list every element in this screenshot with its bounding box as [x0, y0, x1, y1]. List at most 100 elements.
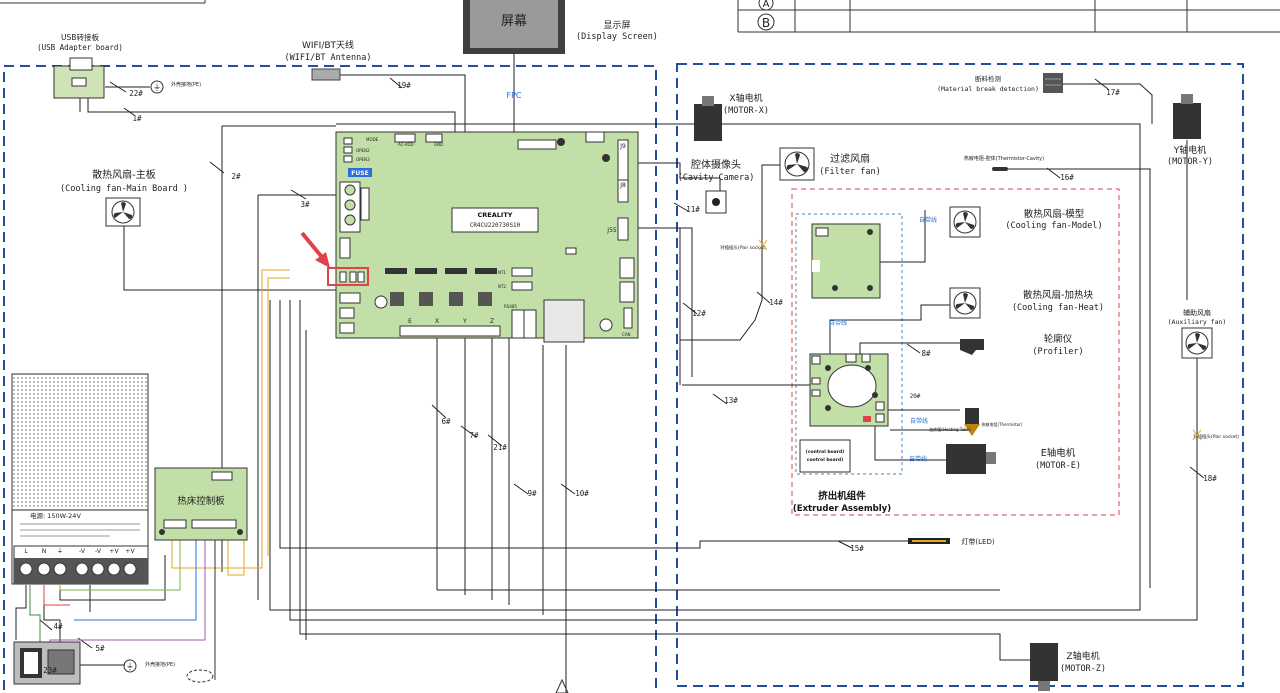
display-screen: 屏幕 显示屏 (Display Screen) FPC: [463, 0, 658, 100]
wire-label: 5#: [95, 644, 105, 653]
material-break-cn: 断料检测: [975, 74, 1002, 83]
power-supply: 电源: 150W-24V L N ⏚ -V -V +V +V: [11, 373, 149, 585]
wire-label: 20#: [910, 393, 921, 400]
fan-model-cn: 散热风扇-模型: [1024, 208, 1085, 220]
wire-bundle-marker: [186, 669, 214, 683]
rev-a: A: [763, 0, 770, 10]
fpc-connector: [517, 139, 557, 150]
board-label-area: [451, 207, 539, 233]
board-label-mode: MODE: [366, 137, 379, 142]
extruder-en: (Extruder Assembly): [793, 504, 891, 514]
bottom-marker: [555, 678, 569, 693]
fan-icon: [953, 291, 977, 315]
fan-icon: [111, 200, 135, 224]
self-line-1: 自带线: [919, 216, 937, 224]
board-label-nt1: NT1: [498, 270, 506, 275]
j8-label: J8: [619, 182, 626, 189]
heating-tube-label: 加热管(Heating Tube): [929, 426, 971, 432]
filter-fan: 过滤风扇 (Filter fan): [779, 147, 881, 181]
hot-bed-control-board: 热床控制板: [154, 467, 248, 541]
pair-socket-right: 对插插头(Pair socket): [1192, 429, 1239, 441]
filter-fan-en: (Filter fan): [819, 167, 880, 177]
terminal-pe: ⏚: [57, 548, 63, 555]
motor-x-cn: X轴电机: [729, 92, 762, 104]
led-strip: 灯带(LED): [908, 537, 995, 546]
fan-main-en: (Cooling fan-Main Board ): [60, 184, 188, 194]
thermistor-cavity: 热敏电阻-腔体(Thermistor-Cavity): [964, 155, 1044, 171]
usb-en: (USB Adapter board): [37, 43, 123, 52]
ground-pe-bottom: ⏚ 外壳接地(PE): [123, 659, 175, 673]
aux-fan-cn: 辅助风扇: [1183, 308, 1211, 317]
wire-label: 12#: [692, 309, 706, 318]
fuse-label: FUSE: [351, 170, 368, 177]
rev-b-circle: [757, 13, 775, 31]
board-label-gnd: GND: [434, 142, 443, 147]
camera-en: (Cavity-Camera): [678, 173, 755, 183]
extruder-inner-border: [795, 213, 903, 475]
material-break-en: (Material break detection): [937, 85, 1039, 93]
usb-adapter-board: USB转接板 (USB Adapter board): [37, 32, 123, 99]
power-inlet-socket: [13, 641, 81, 685]
wire-label: 1#: [132, 114, 142, 123]
motor-e-cn: E轴电机: [1041, 447, 1076, 459]
profiler-en: (Profiler): [1032, 347, 1083, 357]
axis-y: Y: [462, 318, 467, 325]
terminal-l: L: [24, 548, 28, 555]
terminal-v-plus-1: +V: [109, 548, 119, 555]
camera-icon: [712, 198, 720, 206]
wire-label: 18#: [1203, 474, 1217, 483]
self-line-3: 自带线: [910, 417, 928, 425]
pair-socket-left-label: 对插插头(Pair socket): [720, 244, 766, 251]
wire-label: 8#: [921, 349, 931, 358]
motor-x-en: (MOTOR-X): [723, 106, 769, 116]
axis-e: E: [408, 318, 412, 325]
wire-label: 19#: [397, 81, 411, 90]
motor-x: X轴电机 (MOTOR-X): [694, 92, 769, 141]
highlighted-connector: [327, 267, 369, 286]
left-region-border: [3, 65, 657, 693]
profiler: 轮廓仪 (Profiler): [960, 333, 1084, 357]
hot-bed-label: 热床控制板: [177, 495, 225, 507]
motor-z-en: (MOTOR-Z): [1060, 664, 1106, 674]
terminal-v-plus-2: +V: [125, 548, 135, 555]
pair-socket-left: 对插插头(Pair socket): [720, 239, 768, 251]
wire-label: 11#: [686, 205, 700, 214]
motor-z-cn: Z轴电机: [1066, 650, 1099, 662]
red-arrow-indicator: [300, 231, 330, 268]
ground-pe-top: ⏚ 外壳接地(PE): [150, 80, 201, 94]
motor-y: Y轴电机 (MOTOR-Y): [1167, 94, 1213, 167]
board-label-nt2: NT2: [498, 284, 506, 289]
board-model: CR4CU220730S10: [470, 222, 521, 229]
rev-b: B: [762, 16, 770, 30]
rev-a-circle: [758, 0, 774, 11]
wire-label: 23#: [43, 666, 57, 675]
j9-label: J9: [619, 143, 626, 150]
board-brand: CREALITY: [478, 211, 513, 219]
ctrl-board-en1: (control board): [806, 449, 844, 455]
board-label-open2: OPEN2: [356, 148, 370, 153]
thermistor-cavity-label: 热敏电阻-腔体(Thermistor-Cavity): [964, 155, 1044, 162]
extruder-heat-fan: 散热风扇-加热块 (Cooling fan-Heat) 自带线: [829, 287, 1104, 327]
wire-label: 15#: [850, 544, 864, 553]
pe-label-top: 外壳接地(PE): [171, 81, 201, 88]
aux-fan-en: (Auxiliary fan): [1168, 318, 1227, 326]
wire-label: 4#: [53, 622, 63, 631]
fan-main-cn: 散热风扇-主板: [92, 168, 156, 181]
extruder-model-fan: 散热风扇-模型 (Cooling fan-Model) 自带线: [811, 206, 1103, 299]
right-region-border: [676, 63, 1244, 687]
wire-label: 10#: [575, 489, 589, 498]
pe-label-bottom: 外壳接地(PE): [145, 661, 175, 668]
screen-en: (Display Screen): [576, 32, 658, 42]
main-board: FUSE CREALITY CR4CU220730S10: [327, 131, 639, 343]
auxiliary-fan: 辅助风扇 (Auxiliary fan): [1168, 308, 1227, 359]
material-break-detection: 断料检测 (Material break detection): [937, 73, 1063, 93]
wifi-antenna: WIFI/BT天线 (WIFI/BT Antenna): [285, 39, 372, 81]
motor-y-cn: Y轴电机: [1173, 144, 1207, 156]
wire-label: 3#: [300, 200, 310, 209]
extruder-control-board: (control board) control board): [799, 353, 889, 473]
wire-label: 7#: [469, 431, 479, 440]
wire-label: 2#: [231, 172, 241, 181]
cavity-camera: 腔体摄像头 (Cavity-Camera): [678, 158, 755, 214]
motor-e: E轴电机 (MOTOR-E) 自带线: [909, 444, 1081, 474]
